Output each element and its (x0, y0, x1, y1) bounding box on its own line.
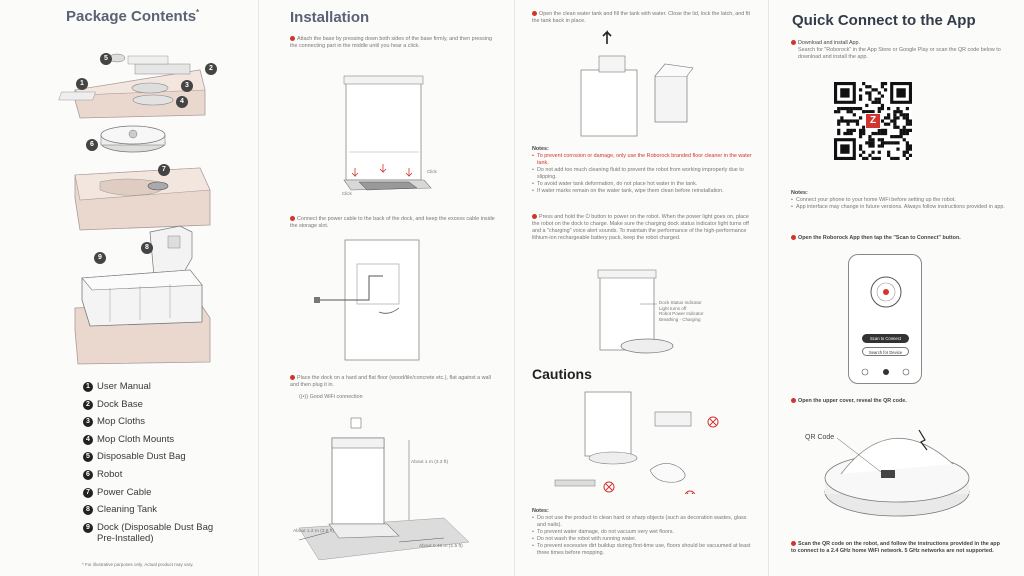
cautions-illustration (554, 391, 719, 494)
roborock-logo-icon: Z (865, 113, 881, 129)
install-step-2: Connect the power cable to the back of t… (290, 216, 495, 229)
phone-illustration: Scan to Connect Search for Device (848, 254, 922, 384)
package-footnote: * For illustrative purposes only. Actual… (82, 562, 194, 567)
dim-left-label: About 1.2 m (3.9 ft) (293, 529, 335, 534)
step-dot-icon (791, 235, 796, 241)
installation-title: Installation (290, 9, 370, 26)
package-contents-panel: Package Contents* (0, 0, 258, 576)
app-notes: Notes: Connect your phone to your home W… (791, 190, 1006, 211)
tank-step: Open the clean water tank and fill the t… (532, 11, 750, 24)
tank-note: To avoid water tank deformation, do not … (532, 181, 752, 188)
tank-cautions-panel: Open the clean water tank and fill the t… (514, 0, 768, 576)
tank-notes: Notes: To prevent corrosion or damage, o… (532, 146, 752, 195)
callout-4: 4 (176, 96, 188, 108)
cautions-notes: Notes: Do not use the product to clean h… (532, 508, 754, 557)
package-illustration: 1 2 3 4 5 6 7 8 9 (0, 0, 258, 370)
robot-cover-illustration (824, 429, 970, 517)
caution-note: Do not wash the robot with running water… (532, 536, 754, 543)
callout-2: 2 (205, 63, 217, 75)
dim-right-label: About 0.46 m (1.5 ft) (419, 544, 463, 549)
qr-label: QR Code (805, 434, 835, 441)
dim-top-label: About 1 m (3.3 ft) (411, 460, 449, 465)
callout-7: 7 (158, 164, 170, 176)
dock-base-illustration (343, 75, 432, 191)
caution-note: To prevent water damage, do not vacuum v… (532, 529, 754, 536)
install-step-1: Attach the base by pressing down both si… (290, 36, 492, 49)
quick-connect-panel: Quick Connect to the App Download and in… (768, 0, 1024, 576)
scan-to-connect-button[interactable]: Scan to Connect (862, 334, 909, 343)
app-step-2: Open the Roborock App then tap the "Scan… (791, 235, 1011, 242)
cautions-title: Cautions (532, 366, 592, 382)
caution-note: To prevent excessive dirt buildup during… (532, 543, 754, 557)
app-note: App interface may change in future versi… (791, 204, 1006, 211)
step-dot-icon (532, 214, 537, 220)
install-step-3: Place the dock on a hard and flat floor … (290, 375, 491, 388)
app-note: Connect your phone to your home WiFi bef… (791, 197, 1006, 204)
callout-3: 3 (181, 80, 193, 92)
callout-6: 6 (86, 139, 98, 151)
tank-note: To prevent corrosion or damage, only use… (532, 153, 752, 167)
step-dot-icon (290, 375, 295, 381)
wifi-label: ((•)) Good WiFi connection (299, 394, 363, 400)
package-contents-title: Package Contents* (66, 8, 200, 25)
dock-placement-illustration (298, 417, 470, 560)
tank-note: Do not add too much cleaning fluid to pr… (532, 167, 752, 181)
callout-5: 5 (100, 53, 112, 65)
power-step: Press and hold the ⏻ button to power on … (532, 214, 749, 241)
installation-panel: Installation Attach the base by pressing… (258, 0, 514, 576)
quick-connect-title: Quick Connect to the App (792, 12, 976, 29)
step-dot-icon (290, 36, 295, 42)
app-step-3: Open the upper cover, reveal the QR code… (791, 398, 1006, 405)
step-dot-icon (791, 541, 796, 547)
app-step-4: Scan the QR code on the robot, and follo… (791, 541, 1000, 554)
search-for-device-button[interactable]: Search for Device (862, 347, 909, 356)
step-dot-icon (290, 216, 295, 222)
power-cable-illustration (314, 239, 420, 361)
tank-note: If water marks remain on the water tank,… (532, 188, 752, 195)
callout-1: 1 (76, 78, 88, 90)
dock-labels: Dock Status Indicator Light turns off Ro… (659, 300, 704, 322)
callout-9: 9 (94, 252, 106, 264)
callout-8: 8 (141, 242, 153, 254)
qr-code: Z (834, 82, 913, 161)
step-dot-icon (532, 11, 537, 17)
click-label-left: Click (342, 191, 352, 196)
dock-charging-illustration (597, 269, 674, 354)
water-tank-illustration (580, 30, 694, 137)
app-step-1: Download and install App. Search for "Ro… (791, 40, 1006, 61)
caution-note: Do not use the product to clean hard or … (532, 515, 754, 529)
wifi-icon: ((•)) (299, 394, 309, 400)
click-label-right: Click (427, 169, 437, 174)
step-dot-icon (791, 398, 796, 404)
step-dot-icon (791, 40, 796, 46)
